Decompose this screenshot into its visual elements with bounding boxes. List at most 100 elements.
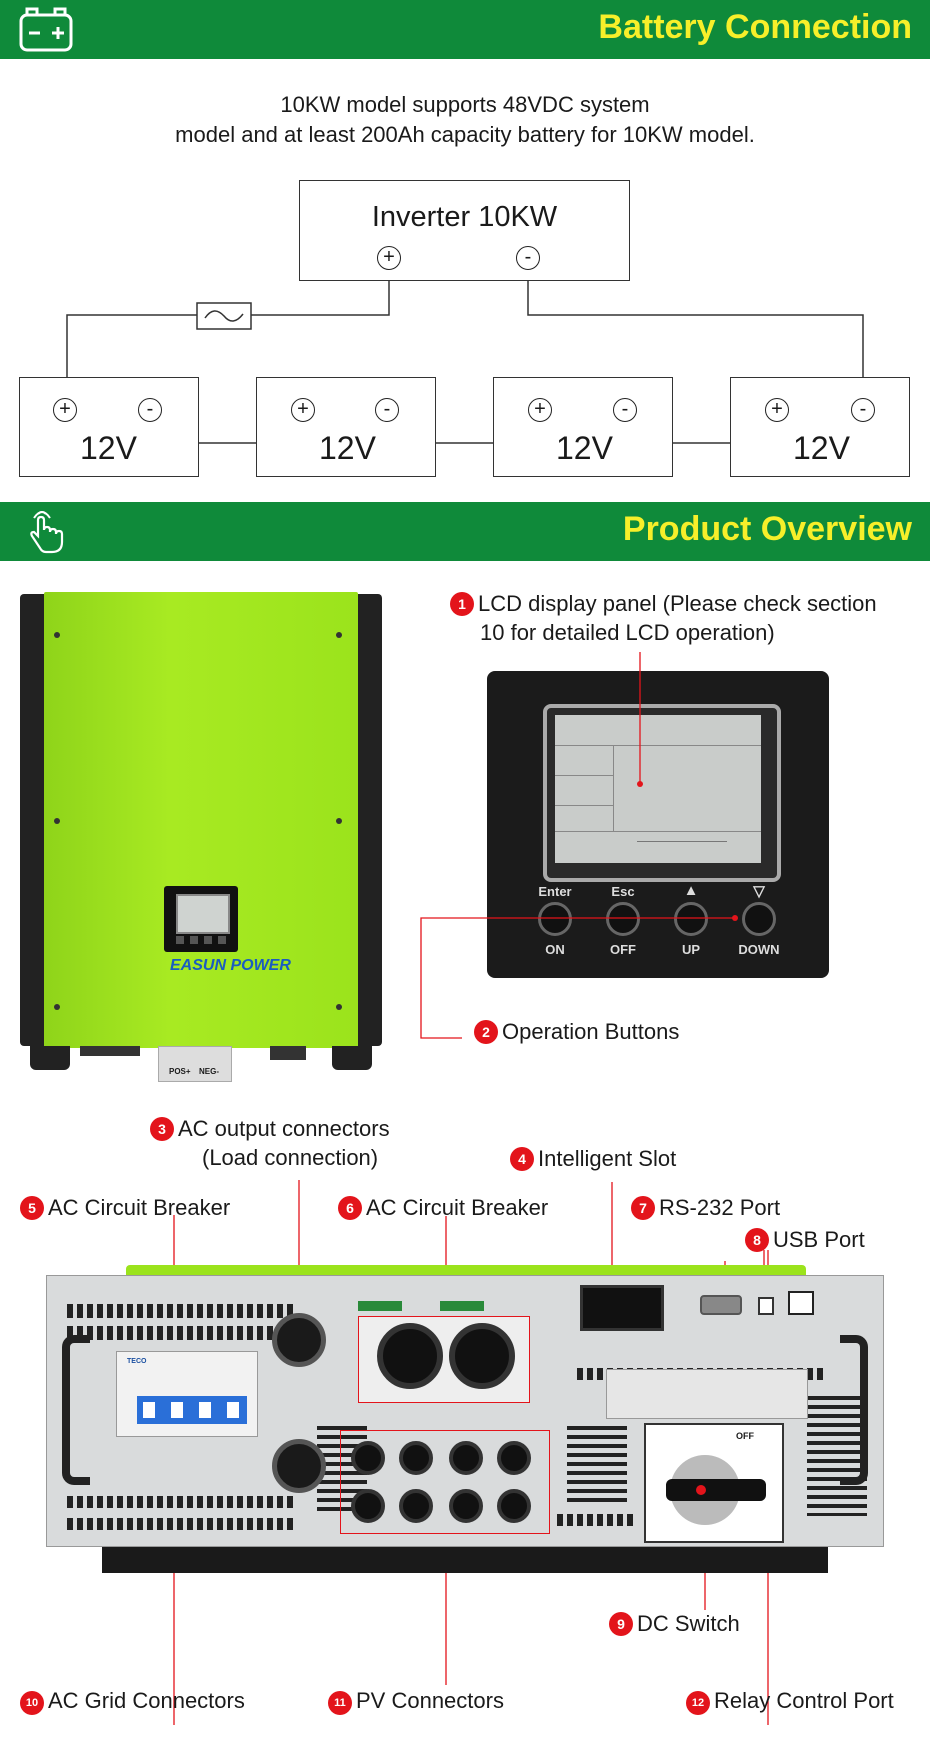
inverter-negative-terminal: - (516, 246, 540, 270)
down-button-label: DOWN (738, 942, 780, 957)
battery-1-label: 12V (80, 430, 137, 466)
battery-connection-banner: Battery Connection (0, 0, 930, 59)
callout-3-text-line2: (Load connection) (202, 1145, 379, 1170)
battery-2-negative: - (375, 398, 399, 422)
battery-2-label: 12V (319, 430, 376, 466)
inverter-green-cover (44, 592, 358, 1048)
callout-12-number: 12 (686, 1691, 710, 1715)
battery-connection-title: Battery Connection (598, 8, 912, 46)
down-button[interactable] (742, 902, 776, 936)
battery-icon (19, 7, 73, 52)
ac-circuit-breaker-6 (358, 1316, 530, 1403)
callout-11-number: 11 (328, 1691, 352, 1715)
inverter-mini-lcd (164, 886, 238, 952)
inverter-label: Inverter 10KW (371, 201, 558, 233)
off-button-label: OFF (610, 942, 636, 957)
callout-9-text: DC Switch (637, 1611, 740, 1636)
battery-4-label: 12V (793, 430, 850, 466)
callout-8-number: 8 (745, 1228, 769, 1252)
up-button-label: UP (681, 942, 701, 957)
inverter-box: Inverter 10KW (299, 180, 630, 281)
battery-3-negative: - (613, 398, 637, 422)
pv-connectors (340, 1430, 550, 1534)
callout-6-text: AC Circuit Breaker (366, 1195, 549, 1220)
battery-4-negative: - (851, 398, 875, 422)
callout-1-text-line2: 10 for detailed LCD operation) (480, 620, 775, 645)
callout-12-text: Relay Control Port (714, 1688, 894, 1713)
callout-3-number: 3 (150, 1117, 174, 1141)
inverter-positive-terminal: + (377, 246, 401, 270)
callout-10-number: 10 (20, 1691, 44, 1715)
product-overview-title: Product Overview (622, 510, 912, 548)
breaker-brand: TECO (127, 1358, 147, 1365)
esc-button-label: Esc (611, 884, 635, 899)
inverter-rear-photo: TECO OFF (46, 1265, 884, 1573)
battery-2: + - 12V (256, 377, 436, 477)
battery-caption-line1: 10KW model supports 48VDC system (280, 92, 650, 117)
down-arrow-icon: ▽ (753, 883, 765, 900)
callout-7-number: 7 (631, 1196, 655, 1220)
dc-switch: OFF (644, 1423, 784, 1543)
callout-2-number: 2 (474, 1020, 498, 1044)
battery-3-positive: + (528, 398, 552, 422)
dc-switch-off-label: OFF (736, 1431, 754, 1441)
callout-6-number: 6 (338, 1196, 362, 1220)
callout-1-number: 1 (450, 592, 474, 616)
rs232-port (700, 1295, 742, 1315)
enter-on-button[interactable] (538, 902, 572, 936)
product-overview-banner: Product Overview (0, 502, 930, 561)
callout-7-text: RS-232 Port (659, 1195, 781, 1220)
brand-logo: EASUN POWER (170, 957, 291, 974)
intelligent-slot (580, 1285, 664, 1331)
callout-4-number: 4 (510, 1147, 534, 1171)
callout-11-text: PV Connectors (356, 1688, 504, 1713)
battery-1-positive: + (53, 398, 77, 422)
battery-1: + - 12V (19, 377, 199, 477)
usb-port (758, 1297, 774, 1315)
pos-terminal-label: POS+ (169, 1067, 191, 1076)
up-arrow-icon: ▲ (683, 882, 699, 899)
ac-circuit-breaker-5: TECO (116, 1351, 258, 1437)
callout-1-text-line1: LCD display panel (Please check section (478, 591, 877, 616)
battery-3-label: 12V (556, 430, 613, 466)
battery-1-negative: - (138, 398, 162, 422)
battery-2-positive: + (291, 398, 315, 422)
neg-terminal-label: NEG- (199, 1067, 219, 1076)
callout-9-number: 9 (609, 1612, 633, 1636)
callout-5-text: AC Circuit Breaker (48, 1195, 231, 1220)
lcd-panel-photo: Enter Esc ▲ ▽ ON OFF UP DOWN (487, 671, 829, 978)
ac-grid-connector (272, 1439, 326, 1493)
hand-pointer-icon (30, 511, 64, 554)
callout-4-text: Intelligent Slot (538, 1146, 677, 1171)
battery-caption: 10KW model supports 48VDC system model a… (0, 90, 930, 150)
inverter-front-photo: EASUN POWER POS+ NEG- (20, 592, 382, 1082)
battery-3: + - 12V (493, 377, 673, 477)
enter-button-label: Enter (538, 884, 572, 899)
callout-10-text: AC Grid Connectors (48, 1688, 245, 1713)
battery-4: + - 12V (730, 377, 910, 477)
callout-5-number: 5 (20, 1196, 44, 1220)
battery-caption-line2: model and at least 200Ah capacity batter… (175, 122, 755, 147)
callout-8-text: USB Port (773, 1227, 865, 1252)
callout-3-text-line1: AC output connectors (178, 1116, 390, 1141)
esc-off-button[interactable] (606, 902, 640, 936)
ac-output-connector (272, 1313, 326, 1367)
callout-2-text: Operation Buttons (502, 1019, 680, 1044)
lcd-screen (555, 715, 761, 863)
battery-terminal-cover: POS+ NEG- (158, 1046, 232, 1082)
battery-4-positive: + (765, 398, 789, 422)
up-button[interactable] (674, 902, 708, 936)
on-button-label: ON (545, 942, 565, 957)
